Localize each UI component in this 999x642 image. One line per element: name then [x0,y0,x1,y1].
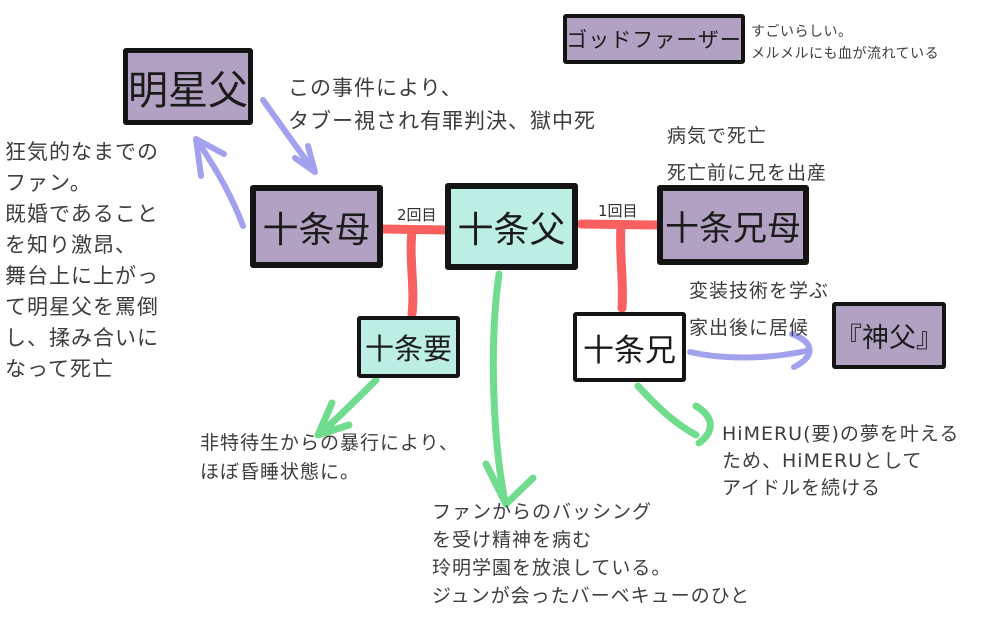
violet-arrowhead-fan-to-meisei [193,136,227,179]
note-kaname-fate: 非特待生からの暴行により、 ほぼ昏睡状態に。 [200,432,459,483]
node-jujo-brother: 十条兄 [573,312,686,382]
violet-arrow-fan-to-meisei [195,139,246,229]
node-jujo-brother-mother: 十条兄母 [657,185,809,265]
note-father-fate: ファンからのバッシング を受け精神を病む 玲明学園を放浪している。 ジュンが会っ… [432,501,751,607]
node-meisei-father: 明星父 [123,48,253,125]
note-disguise: 変装技術を学ぶ 家出後に居候 [689,280,830,339]
note-godfather: すごいらしい。 メルメルにも血が流れている [751,24,940,62]
node-jujo-father: 十条父 [445,183,578,270]
node-godfather: ゴッドファーザー [563,14,745,64]
red-marriage-line-second [374,224,453,235]
note-brother-fate: HiMERU(要)の夢を叶える ため、HiMERUとして アイドルを続ける [722,423,960,499]
label-marriage-second: 2回目 [397,206,437,224]
label-marriage-first: 1回目 [598,202,638,220]
violet-arrow-brother-to-priest [687,348,809,361]
green-arrow-kaname-fate [318,376,380,436]
note-crazy-fan: 狂気的なまでの ファン。 既婚であること を知り激昂、 舞台上に上がっ て明星父… [5,140,159,381]
green-arrowhead-brother-fate [692,402,714,447]
red-child-line-brother [616,222,627,313]
node-jujo-mother: 十条母 [250,185,383,268]
green-arrow-father-fate [489,270,509,506]
green-arrow-brother-fate [634,382,700,439]
red-marriage-line-first [576,219,663,230]
node-jujo-kaname: 十条要 [357,316,460,378]
node-priest: 『神父』 [832,302,946,369]
note-incident: この事件により、 タブー視され有罪判決、獄中死 [288,76,596,133]
red-child-line-kaname [406,226,418,319]
violet-arrowhead-incident-to-mother [292,143,318,175]
note-brother-mother: 病気で死亡 死亡前に兄を出産 [667,125,828,184]
